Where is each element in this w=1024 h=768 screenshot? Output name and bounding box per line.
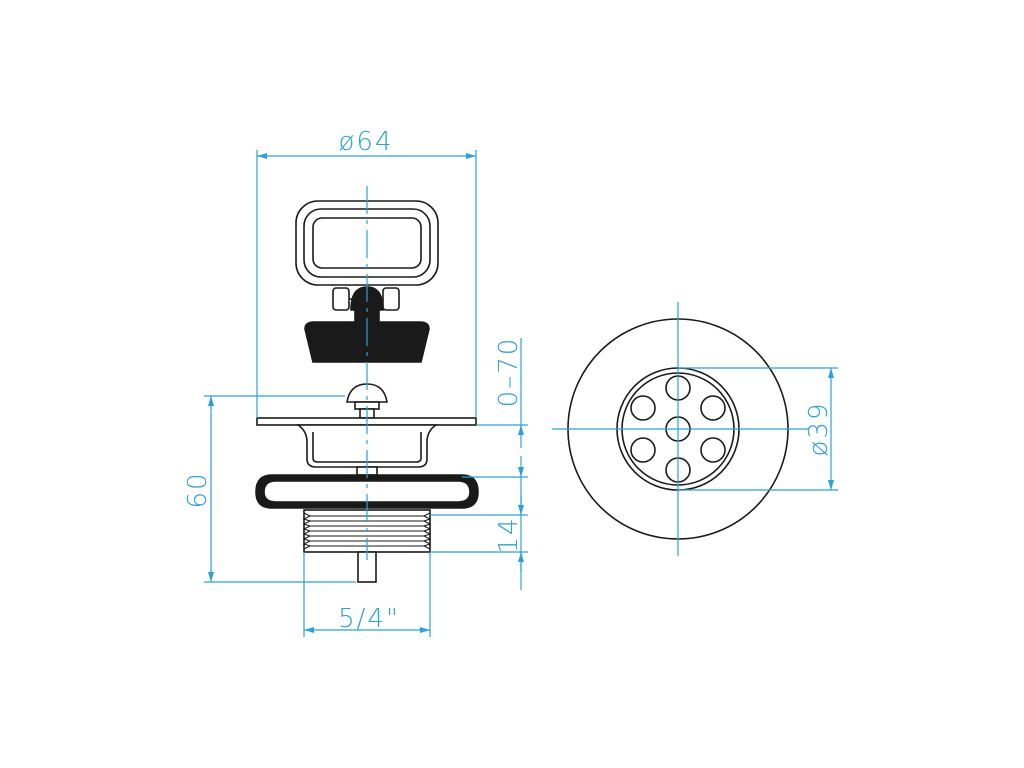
label-adjustment-range: 0–70: [494, 337, 524, 408]
label-thread-size: 5/4": [338, 604, 400, 634]
side-view: [255, 200, 479, 583]
label-diameter-top: ø64: [339, 127, 394, 157]
top-view-dimensions: [552, 302, 838, 556]
label-grate-diameter: ø39: [804, 402, 834, 457]
label-height-total: 60: [183, 471, 213, 508]
label-thread-height: 14: [494, 516, 524, 553]
lower-gasket: [255, 474, 479, 509]
side-view-dimensions: [204, 150, 528, 637]
strainer-basket: [295, 424, 439, 468]
